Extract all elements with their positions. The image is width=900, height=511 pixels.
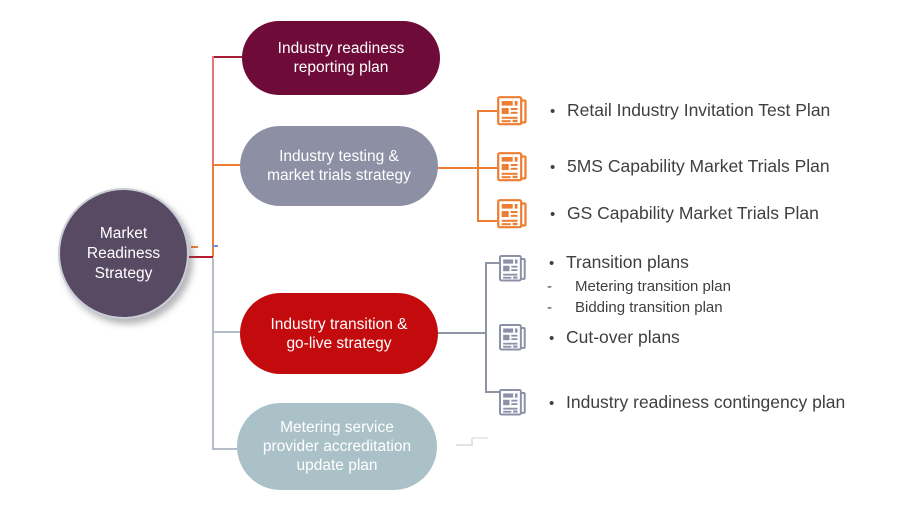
item-label: 5MS Capability Market Trials Plan bbox=[567, 156, 830, 176]
testing-doc-row-1: • Retail Industry Invitation Test Plan bbox=[496, 95, 830, 127]
branch-pill-testing: Industry testing & market trials strateg… bbox=[240, 126, 438, 206]
connector-dash-orange bbox=[191, 246, 198, 248]
connector-testing-doc3 bbox=[477, 220, 497, 222]
connector-root-stem bbox=[189, 256, 213, 258]
bullet-glyph: • bbox=[549, 255, 555, 272]
list-item: • Retail Industry Invitation Test Plan bbox=[550, 98, 830, 124]
item-label: GS Capability Market Trials Plan bbox=[567, 203, 819, 223]
newspaper-icon bbox=[497, 96, 527, 126]
bullet-glyph: • bbox=[550, 206, 556, 223]
transition-doc-row-1: • Transition plans - Metering transition… bbox=[498, 250, 731, 318]
connector-stub-lower bbox=[456, 444, 472, 446]
newspaper-icon bbox=[497, 199, 527, 229]
branch-pill-transition: Industry transition & go-live strategy bbox=[240, 293, 438, 374]
connector-testing-stem bbox=[438, 167, 478, 169]
newspaper-icon bbox=[498, 388, 526, 416]
item-label: Retail Industry Invitation Test Plan bbox=[567, 100, 831, 120]
connector-transition-doc1 bbox=[485, 262, 500, 264]
testing-doc-row-3: • GS Capability Market Trials Plan bbox=[496, 198, 819, 230]
connector-transition-stem bbox=[438, 332, 486, 334]
connector-to-transition bbox=[212, 331, 240, 333]
connector-to-reporting bbox=[212, 56, 242, 58]
connector-vertical-mid bbox=[212, 164, 214, 257]
item-label: Transition plans bbox=[566, 252, 689, 272]
branch-label-reporting: Industry readiness reporting plan bbox=[277, 40, 405, 76]
item-label: Cut-over plans bbox=[566, 326, 680, 347]
transition-doc-row-2: • Cut-over plans bbox=[498, 323, 680, 352]
list-item: • Transition plans bbox=[549, 250, 731, 276]
sub-list-item: - Bidding transition plan bbox=[547, 297, 731, 318]
list-item: • Cut-over plans bbox=[549, 325, 680, 351]
bullet-glyph: • bbox=[549, 394, 555, 412]
testing-doc-row-2: • 5MS Capability Market Trials Plan bbox=[496, 151, 830, 183]
newspaper-icon bbox=[498, 323, 526, 351]
connector-testing-vertical bbox=[477, 110, 479, 222]
list-item-group: • Transition plans - Metering transition… bbox=[547, 250, 731, 318]
dash-glyph: - bbox=[547, 299, 552, 316]
connector-stub-step bbox=[471, 438, 473, 446]
connector-to-metering bbox=[212, 448, 237, 450]
bullet-glyph: • bbox=[549, 329, 555, 347]
sub-item-label: Bidding transition plan bbox=[575, 299, 723, 316]
bullet-glyph: • bbox=[550, 159, 556, 176]
connector-vertical-upper bbox=[212, 56, 214, 166]
branch-pill-reporting: Industry readiness reporting plan bbox=[242, 21, 440, 95]
connector-stub-upper bbox=[472, 437, 488, 439]
item-label: Industry readiness contingency plan bbox=[566, 391, 846, 412]
root-node: Market Readiness Strategy bbox=[58, 188, 189, 319]
branch-pill-metering: Metering service provider accreditation … bbox=[237, 403, 437, 490]
branch-label-testing: Industry testing & market trials strateg… bbox=[267, 148, 411, 184]
list-item: • Industry readiness contingency plan bbox=[549, 390, 845, 416]
newspaper-icon bbox=[497, 152, 527, 182]
connector-transition-doc3 bbox=[485, 391, 500, 393]
list-item: • GS Capability Market Trials Plan bbox=[550, 201, 819, 227]
connector-vertical-lower bbox=[212, 258, 214, 450]
connector-dash-blue bbox=[212, 245, 218, 247]
sub-item-label: Metering transition plan bbox=[575, 278, 731, 295]
list-item: • 5MS Capability Market Trials Plan bbox=[550, 154, 830, 180]
connector-transition-vertical bbox=[485, 262, 487, 393]
branch-label-transition: Industry transition & go-live strategy bbox=[270, 315, 408, 352]
root-node-label: Market Readiness Strategy bbox=[86, 224, 161, 282]
connector-testing-doc1 bbox=[477, 110, 497, 112]
branch-label-metering: Metering service provider accreditation … bbox=[262, 419, 412, 474]
sub-list-item: - Metering transition plan bbox=[547, 276, 731, 297]
connector-testing-doc2 bbox=[477, 167, 497, 169]
newspaper-icon bbox=[498, 254, 526, 282]
dash-glyph: - bbox=[547, 278, 552, 295]
bullet-glyph: • bbox=[550, 103, 556, 120]
transition-doc-row-3: • Industry readiness contingency plan bbox=[498, 388, 845, 417]
connector-to-testing bbox=[212, 164, 240, 166]
